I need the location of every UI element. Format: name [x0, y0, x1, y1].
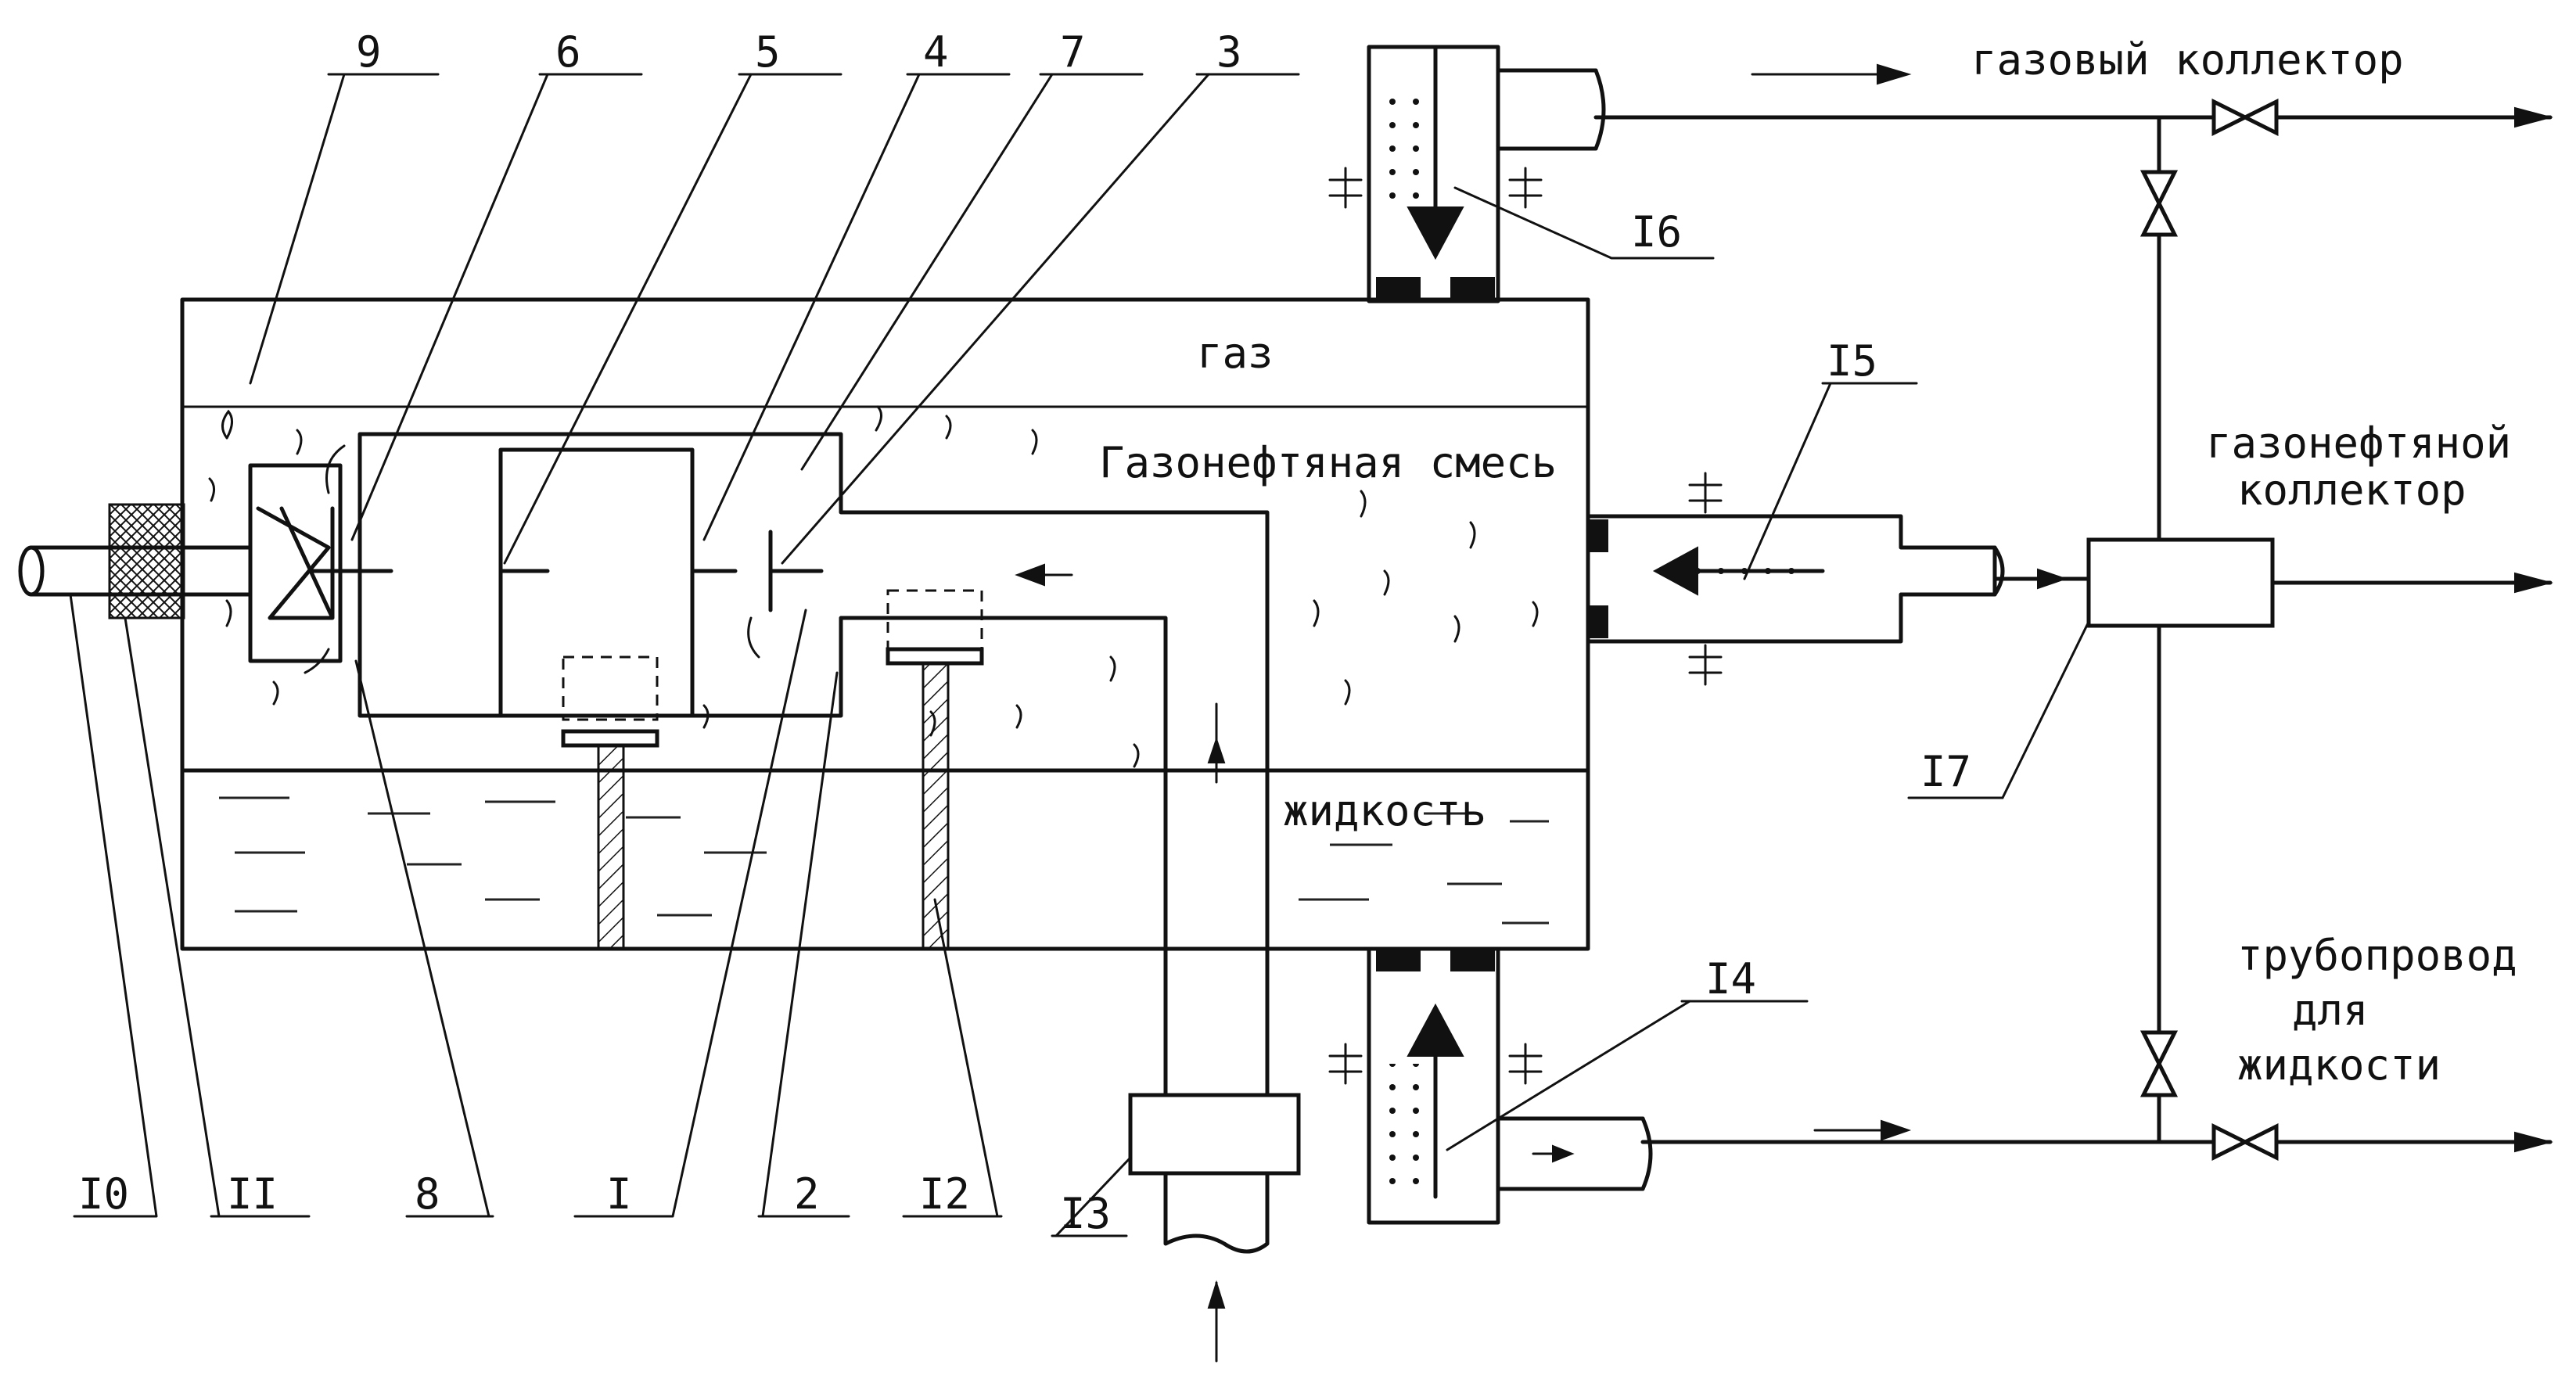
valve-gas — [2214, 102, 2245, 133]
pipe-flange-13 — [1130, 1095, 1299, 1173]
gas-outlet-16 — [1330, 47, 1604, 301]
label-9: 9 — [356, 27, 382, 77]
liquid-outlet-14 — [1330, 949, 1651, 1223]
label-4: 4 — [923, 27, 949, 77]
collectors — [1533, 65, 2550, 1162]
label-16: I6 — [1631, 207, 1682, 257]
label-14: I4 — [1705, 954, 1756, 1004]
label-12: I2 — [919, 1169, 970, 1219]
label-13: I3 — [1060, 1189, 1111, 1238]
label-6: 6 — [555, 27, 581, 77]
gland-11 — [110, 505, 184, 618]
collector-box-17 — [2089, 540, 2272, 626]
support-dashed-a — [563, 657, 657, 720]
valve-liquid — [2214, 1126, 2245, 1158]
label-17: I7 — [1920, 747, 1971, 796]
valve-vert-top — [2143, 172, 2175, 203]
support-column-a — [598, 745, 623, 949]
float-cone-16 — [1408, 207, 1463, 258]
label-1: I — [606, 1169, 632, 1219]
heater-box — [250, 465, 340, 661]
vessel — [182, 300, 1588, 949]
label-15: I5 — [1827, 336, 1877, 386]
label-11: II — [227, 1169, 278, 1219]
shaft-end-10 — [20, 548, 42, 594]
label-7: 7 — [1060, 27, 1086, 77]
liquid-pipe-label-1: трубопровод — [2237, 931, 2517, 980]
valve-vert-bottom — [2143, 1032, 2175, 1064]
float-cone-15 — [1654, 548, 1698, 594]
liquid-pipe-label-2: для — [2292, 986, 2369, 1035]
label-8: 8 — [415, 1169, 440, 1219]
callouts: 9 6 5 4 7 3 I6 I5 I7 I4 I0 II 8 I 2 I2 — [70, 27, 2089, 1238]
label-5: 5 — [755, 27, 781, 77]
float-cone-14 — [1408, 1005, 1463, 1056]
label-3: 3 — [1216, 27, 1242, 77]
zone-mixture: Газонефтяная смесь — [1099, 438, 1557, 487]
gas-oil-collector-label-2: коллектор — [2237, 465, 2466, 515]
label-10: I0 — [78, 1169, 129, 1219]
gas-collector-label: газовый коллектор — [1971, 35, 2404, 84]
side-outlet-15 — [1588, 473, 2003, 684]
gas-oil-collector-label-1: газонефтяной — [2206, 418, 2511, 468]
zone-gas: газ — [1197, 329, 1274, 378]
liquid-pipe-label-3: жидкости — [2237, 1040, 2441, 1090]
inlet-channel — [313, 434, 1299, 1252]
zone-liquid: жидкость — [1283, 786, 1486, 835]
label-2: 2 — [794, 1169, 820, 1219]
